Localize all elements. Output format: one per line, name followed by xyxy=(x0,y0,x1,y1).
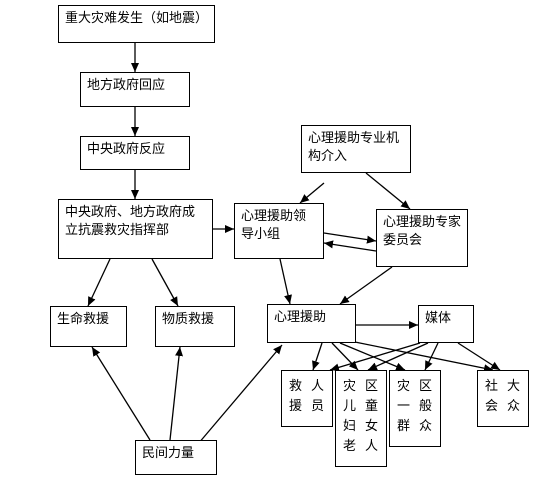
arrow-aid-to-rescuers xyxy=(312,342,323,371)
node-local-gov-label: 地方政府回应 xyxy=(87,78,166,93)
node-disaster-people-line-1: 灾一群 xyxy=(397,379,411,434)
arrow-folk-to-aid xyxy=(197,344,283,445)
arrow-aid-to-public xyxy=(349,340,494,373)
node-psy-expert-label: 心理援助专家委员会 xyxy=(383,215,462,248)
node-children-line-1: 灾儿妇老 xyxy=(343,379,357,454)
node-folk-label: 民间力量 xyxy=(142,446,195,461)
node-disaster-label: 重大灾难发生（如地震） xyxy=(65,11,209,26)
node-psy-lead: 心理援助领导小组 xyxy=(234,203,324,259)
node-rescuers-line-2: 人员 xyxy=(311,379,325,414)
arrow-aid-to-disaster xyxy=(339,342,406,371)
node-rescuers-line-1: 救援 xyxy=(289,379,303,414)
node-material-rescue: 物质救援 xyxy=(155,306,235,347)
node-public: 社会 大众 xyxy=(477,370,529,427)
node-local-gov: 地方政府回应 xyxy=(80,72,190,107)
node-central-gov-label: 中央政府反应 xyxy=(87,142,166,157)
node-psy-lead-label: 心理援助领导小组 xyxy=(241,209,307,242)
node-command: 中央政府、地方政府成立抗震救灾指挥部 xyxy=(58,199,213,259)
arrow-media-to-public xyxy=(457,342,501,371)
arrow-folk-to-life xyxy=(91,346,151,441)
arrow-command-to-material xyxy=(151,258,179,307)
arrow-lead-to-aid xyxy=(279,258,292,305)
node-life-rescue-label: 生命救援 xyxy=(57,312,110,327)
arrow-org-to-expert xyxy=(365,172,411,210)
arrow-command-to-life xyxy=(87,258,111,307)
node-psy-aid: 心理援助 xyxy=(267,304,356,343)
arrow-aid-to-children xyxy=(331,342,359,371)
node-children: 灾儿妇老 区童女人 xyxy=(335,370,387,467)
arrow-expert-to-lead xyxy=(323,240,377,252)
arrow-expert-to-aid xyxy=(339,266,393,305)
arrow-media-to-children xyxy=(367,342,429,371)
node-disaster-people-line-2: 区般众 xyxy=(419,379,433,434)
node-media: 媒体 xyxy=(418,305,474,343)
arrow-lead-to-expert xyxy=(323,232,377,244)
node-command-label: 中央政府、地方政府成立抗震救灾指挥部 xyxy=(65,205,196,238)
node-disaster-people: 灾一群 区般众 xyxy=(389,370,441,447)
node-folk: 民间力量 xyxy=(135,440,217,475)
node-media-label: 媒体 xyxy=(425,311,452,326)
node-disaster: 重大灾难发生（如地震） xyxy=(58,5,215,43)
node-public-line-1: 社会 xyxy=(485,379,499,414)
node-central-gov: 中央政府反应 xyxy=(80,136,190,170)
node-rescuers: 救援 人员 xyxy=(281,370,333,427)
node-children-line-2: 区童女人 xyxy=(365,379,379,454)
node-material-rescue-label: 物质救援 xyxy=(162,312,215,327)
arrow-media-to-rescuers xyxy=(329,342,421,372)
arrow-org-to-lead xyxy=(299,182,325,204)
node-psy-aid-label: 心理援助 xyxy=(274,310,327,325)
node-public-line-2: 大众 xyxy=(507,379,521,414)
arrow-folk-to-material xyxy=(169,346,184,441)
node-psy-org: 心理援助专业机构介入 xyxy=(301,125,411,173)
arrow-media-to-disaster xyxy=(424,342,439,371)
node-life-rescue: 生命救援 xyxy=(50,306,127,347)
node-psy-expert: 心理援助专家委员会 xyxy=(376,209,468,267)
node-psy-org-label: 心理援助专业机构介入 xyxy=(308,131,400,164)
